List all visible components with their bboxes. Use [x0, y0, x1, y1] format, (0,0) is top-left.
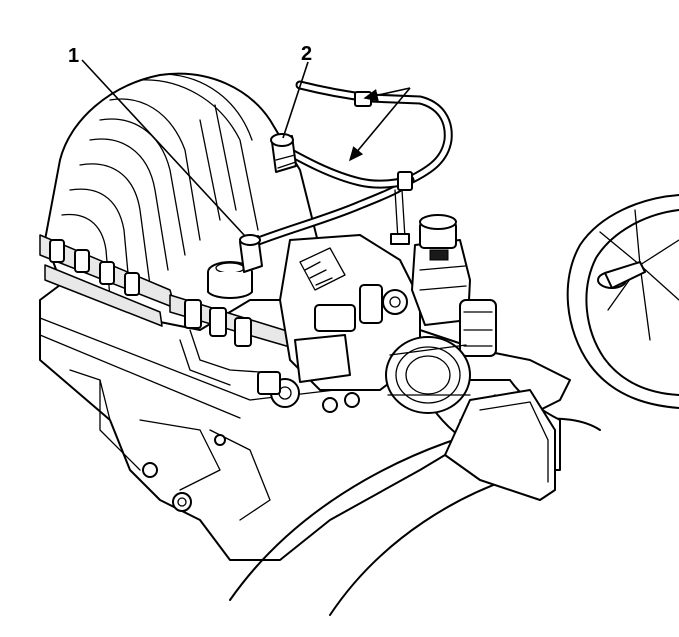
egr-valve: [411, 214, 497, 357]
fuel-rail: [169, 294, 301, 386]
callout-2: 2: [301, 43, 312, 65]
leader-arrow-b: [348, 87, 411, 162]
cooling-fan: [566, 194, 679, 409]
intake-manifold: [39, 72, 321, 331]
throttle-body-assembly: [257, 234, 421, 413]
leader-2: [282, 61, 309, 139]
leader-1: [81, 59, 246, 237]
leader-lines: [81, 59, 411, 237]
callout-1: 1: [68, 45, 79, 67]
leader-arrow-a: [363, 87, 411, 102]
oil-fill-cap: [207, 261, 253, 299]
air-intake-duct: [385, 336, 561, 501]
